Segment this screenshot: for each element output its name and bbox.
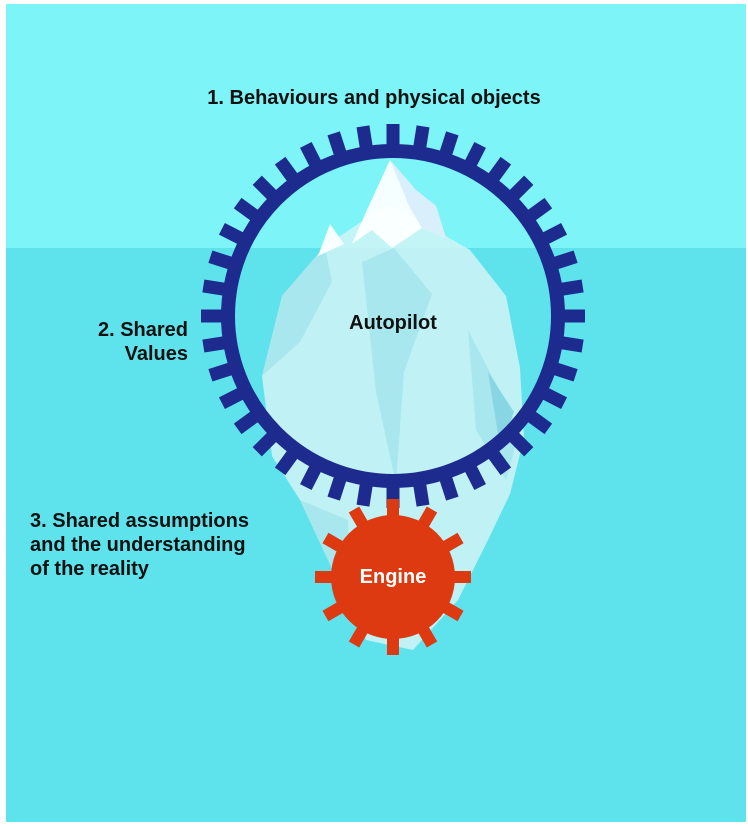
autopilot-gear-tooth [412,480,430,507]
autopilot-gear-tooth [327,131,348,159]
level-3-label: 3. Shared assumptions and the understand… [30,509,249,581]
autopilot-gear-tooth [557,335,584,353]
autopilot-gear-tooth [208,250,236,271]
level-3-line-1: 3. Shared assumptions [30,510,249,532]
engine-gear [315,499,471,655]
level-2-line-2: Values [124,343,188,365]
engine-label: Engine [359,566,427,588]
iceberg-shade-left [262,246,332,376]
autopilot-gear-tooth [561,309,585,323]
autopilot-gear-tooth [557,279,584,297]
engine-gear-tooth [451,571,471,583]
level-3-line-2: and the understanding [30,534,246,556]
autopilot-gear-tooth [438,473,459,501]
engine-gear-tooth [315,571,335,583]
autopilot-gear-tooth [208,361,236,382]
autopilot-gear [201,124,585,508]
autopilot-gear-tooth [356,480,374,507]
autopilot-gear-tooth [412,125,430,152]
level-3-line-3: of the reality [30,558,149,580]
iceberg-snow-left [318,224,344,256]
level-1-line-1: 1. Behaviours and physical objects [207,87,541,109]
engine-gear-body [331,515,455,639]
engine-gear-tooth [387,499,399,519]
autopilot-gear-tooth [550,361,578,382]
iceberg-snow-shade [390,160,446,238]
autopilot-gear-tooth [356,125,374,152]
autopilot-gear-tooth [201,309,225,323]
level-2-line-1: 2. Shared [97,319,188,341]
autopilot-gear-tooth [386,124,400,148]
autopilot-gear-tooth [202,335,229,353]
autopilot-gear-tooth [438,131,459,159]
level-2-label: 2. Shared Values [98,318,188,366]
autopilot-label: Autopilot [349,312,437,334]
autopilot-gear-tooth [327,473,348,501]
autopilot-gear-tooth [202,279,229,297]
autopilot-gear-tooth [550,250,578,271]
autopilot-gear-ring [221,144,565,488]
level-1-label: 1. Behaviours and physical objects [0,86,748,110]
engine-gear-tooth [387,635,399,655]
iceberg-shade-center [362,248,432,484]
